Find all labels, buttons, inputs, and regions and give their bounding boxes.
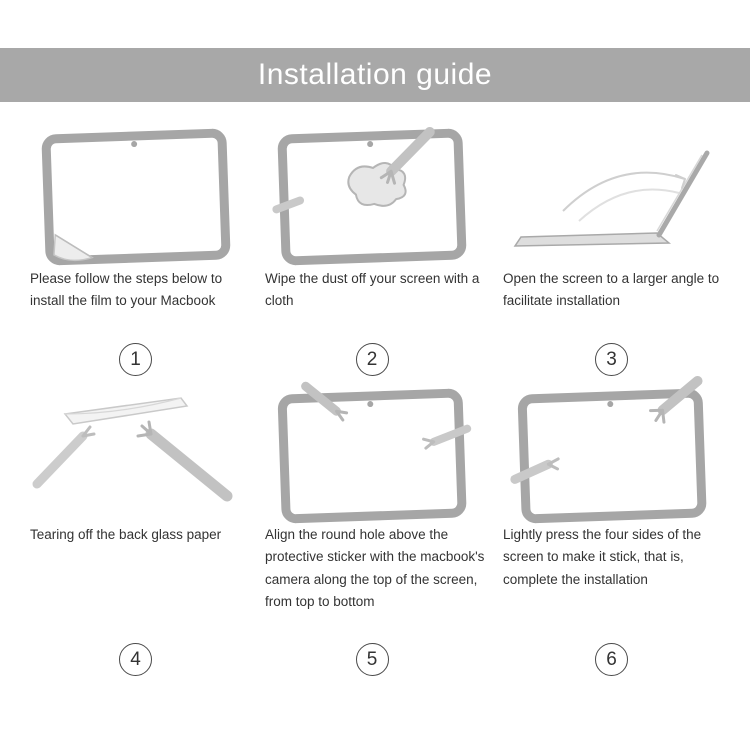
step-6: Lightly press the four sides of the scre… bbox=[491, 375, 732, 684]
step-1-illustration bbox=[18, 128, 253, 266]
header-banner: Installation guide bbox=[0, 48, 750, 102]
step-3: Open the screen to a larger angle to fac… bbox=[491, 128, 732, 384]
step-3-illustration bbox=[491, 128, 732, 266]
step-number-badge: 5 bbox=[355, 643, 389, 676]
step-6-illustration bbox=[491, 375, 732, 524]
laptop-open-wide-angle-icon bbox=[513, 150, 709, 247]
step-2-illustration bbox=[253, 126, 491, 266]
hands-tearing-back-paper-icon bbox=[32, 397, 232, 502]
macbook-screen-film-peel-icon bbox=[41, 128, 230, 266]
step-caption: Please follow the steps below to install… bbox=[30, 271, 223, 309]
step-2: Wipe the dust off your screen with a clo… bbox=[253, 126, 491, 384]
page-title: Installation guide bbox=[257, 58, 493, 91]
hand-wiping-screen-cloth-icon bbox=[272, 126, 467, 266]
step-4-illustration bbox=[18, 384, 253, 522]
step-caption: Open the screen to a larger angle to fac… bbox=[503, 271, 720, 309]
step-1: Please follow the steps below to install… bbox=[18, 128, 253, 384]
step-number-badge: 1 bbox=[119, 343, 152, 376]
step-5: Align the round hole above the protectiv… bbox=[253, 381, 491, 684]
step-caption: Align the round hole above the protectiv… bbox=[265, 527, 485, 609]
hands-aligning-film-on-screen-icon bbox=[277, 381, 472, 524]
step-caption: Wipe the dust off your screen with a clo… bbox=[265, 271, 480, 309]
step-4: Tearing off the back glass paper 4 bbox=[18, 384, 253, 684]
step-number-badge: 6 bbox=[595, 643, 628, 676]
step-caption: Lightly press the four sides of the scre… bbox=[503, 527, 702, 587]
step-number-badge: 2 bbox=[355, 343, 389, 376]
hands-pressing-screen-sides-icon bbox=[509, 375, 706, 524]
steps-grid: Please follow the steps below to install… bbox=[18, 126, 732, 684]
step-number-badge: 3 bbox=[595, 343, 628, 376]
step-5-illustration bbox=[253, 381, 491, 524]
step-caption: Tearing off the back glass paper bbox=[30, 527, 222, 542]
step-number-badge: 4 bbox=[119, 643, 152, 676]
